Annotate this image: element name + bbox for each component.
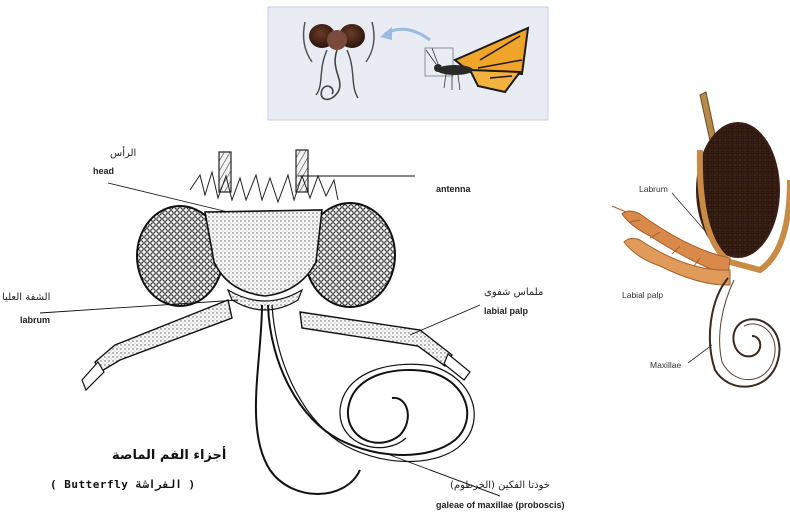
left-palp-tip <box>82 362 104 390</box>
label-head-arabic: الرأس <box>110 148 136 159</box>
head-hair-tufts <box>190 172 338 202</box>
label-galeae-arabic: خوذتا الفكين (الخرطوم) <box>450 480 550 491</box>
figure-caption-arabic: أجزاء الفم الماصة <box>112 448 226 463</box>
photo-proboscis-inner <box>720 280 775 380</box>
left-labial-palp <box>95 300 232 372</box>
label-labial-palp: labial palp <box>484 306 528 316</box>
label-labial-palp-arabic: ملماس شفوى <box>484 287 543 298</box>
photo-label-labrum: Labrum <box>639 184 668 194</box>
figure-caption-english: ( Butterfly الفراشة ) <box>50 478 196 491</box>
labial-palp-leader <box>410 305 480 335</box>
photo-label-maxillae: Maxillae <box>650 360 681 370</box>
right-labial-palp <box>300 312 452 366</box>
label-labrum-arabic: الشفة العليا <box>2 292 50 303</box>
label-head: head <box>93 166 114 176</box>
right-antenna-stalk <box>296 150 308 192</box>
photo-maxillae-leader <box>688 345 712 363</box>
butterfly-head-photo <box>612 92 790 387</box>
right-palp-tip <box>444 354 470 380</box>
butterfly-inset-panel <box>268 7 548 120</box>
label-antenna: antenna <box>436 184 471 194</box>
label-labrum: labrum <box>20 315 50 325</box>
head-capsule <box>205 210 322 296</box>
inset-head-center <box>327 30 347 50</box>
butterfly-head <box>434 64 442 72</box>
label-galeae: galeae of maxillae (proboscis) <box>436 500 565 510</box>
photo-label-labial-palp: Labial palp <box>622 290 663 300</box>
butterfly-body <box>437 65 473 75</box>
butterfly-head-diagram <box>40 150 500 496</box>
antenna-stalks <box>219 150 308 192</box>
left-antenna-stalk <box>219 152 231 192</box>
